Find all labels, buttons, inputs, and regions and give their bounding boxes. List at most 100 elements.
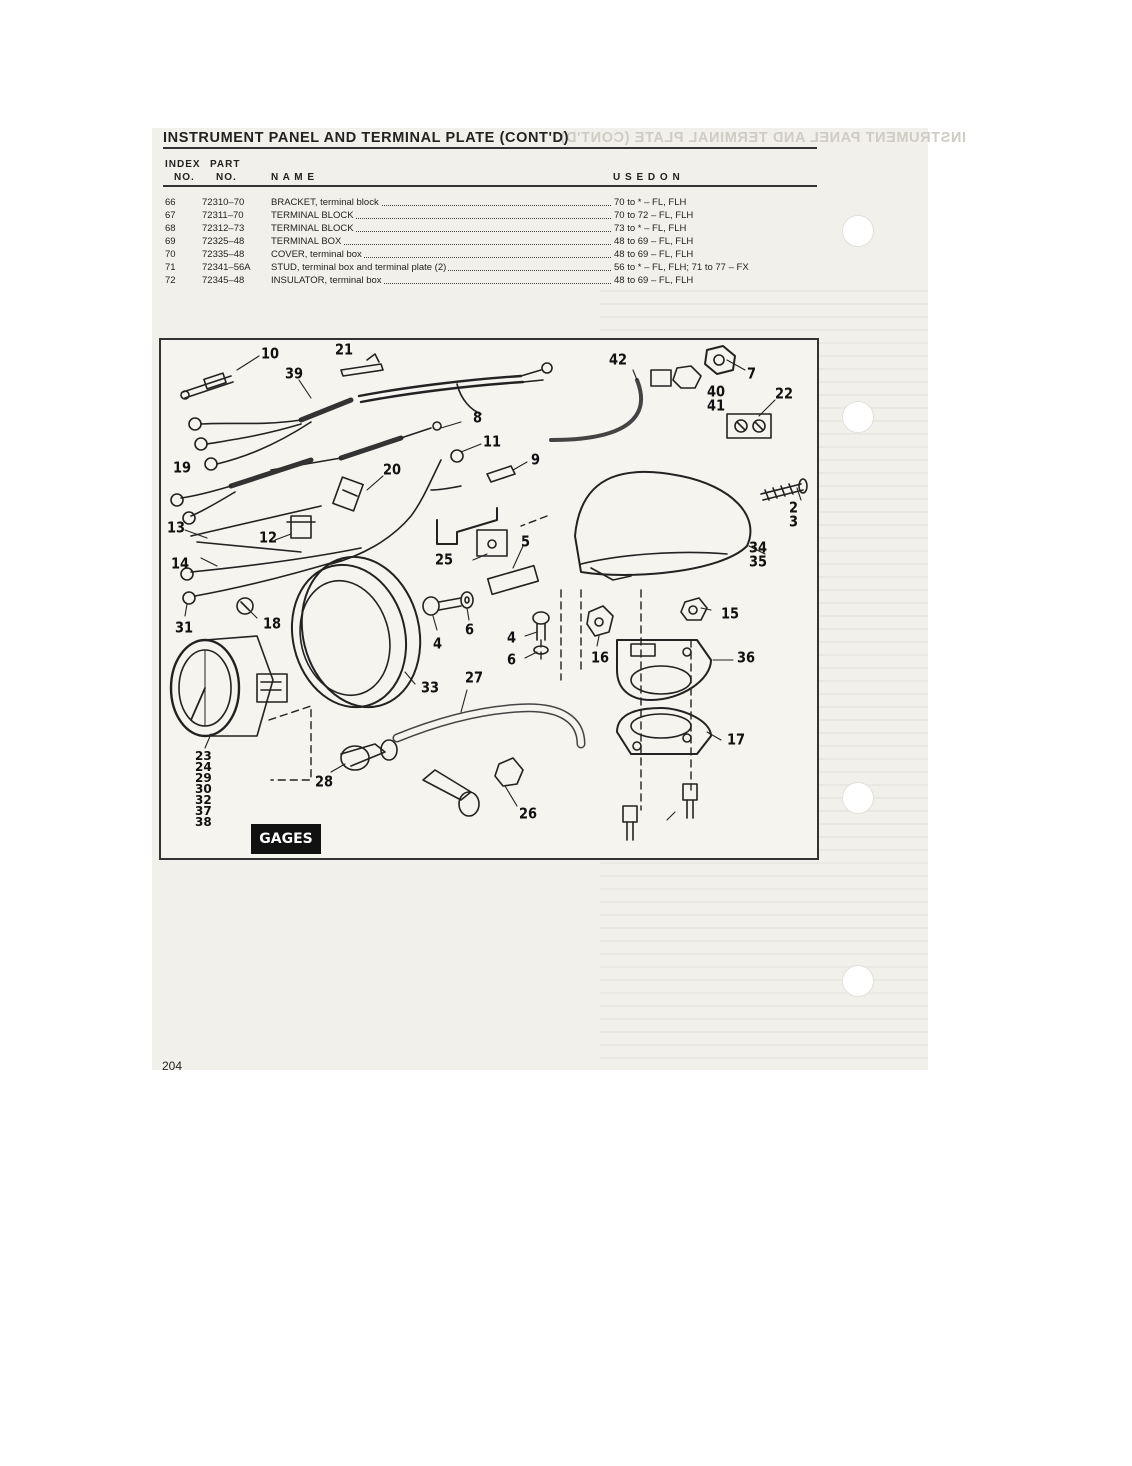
callout-12: 12 [259,529,278,548]
name-text: TERMINAL BOX [271,236,344,247]
name-cell: TERMINAL BOX [271,236,615,247]
name-cell: TERMINAL BLOCK [271,210,615,221]
callout-37: 37 [195,804,212,818]
wiring-harness-icon [188,362,553,471]
leader-dots [271,218,611,219]
callout-31: 31 [175,619,194,638]
used-on-cell: 48 to 69 – FL, FLH [614,275,694,286]
gauge-bezel-icon [290,555,422,709]
terminal-20-icon [332,476,364,512]
clamp-17-icon [616,707,712,755]
callout-5: 5 [521,533,531,552]
callout-29: 29 [195,771,212,785]
callout-34: 34 [749,539,768,558]
callout-40: 40 [707,383,726,402]
name-cell: COVER, terminal box [271,249,615,260]
callout-24: 24 [195,760,212,774]
binder-hole [842,215,874,247]
callout-7: 7 [747,365,757,384]
bottom-screws-icon [622,783,698,841]
callout-22: 22 [775,385,794,404]
used-on-cell: 48 to 69 – FL, FLH [614,236,694,247]
index-cell: 71 [165,262,176,273]
terminal-12-icon [286,515,316,539]
leader-dots [271,257,611,258]
callout-4b: 4 [507,629,517,648]
bleed-through-title: INSTRUMENT PANEL AND TERMINAL PLATE (CON… [560,130,967,146]
callout-32: 32 [195,793,212,807]
callout-2: 2 [789,499,799,518]
callout-18: 18 [263,615,282,634]
part-cell: 72310–70 [202,197,245,208]
name-text: STUD, terminal box and terminal plate (2… [271,262,449,273]
assembly-dashes [268,515,692,811]
callout-8: 8 [473,409,483,428]
callout-38: 38 [195,815,212,829]
leader-dots [271,283,611,284]
name-cell: BRACKET, terminal block [271,197,615,208]
name-cell: STUD, terminal box and terminal plate (2… [271,262,615,273]
header-part-no: NO. [216,172,237,183]
used-on-cell: 48 to 69 – FL, FLH [614,249,694,260]
name-text: COVER, terminal box [271,249,364,260]
connector-10-icon [180,372,234,400]
callout-9: 9 [531,451,541,470]
callout-41: 41 [707,397,726,416]
bracket-25-icon [436,507,508,557]
part-cell: 72325–48 [202,236,245,247]
used-on-cell: 73 to * – FL, FLH [614,223,687,234]
header-index-no: NO. [174,172,195,183]
callout-stack-gauge: 23 24 29 30 32 37 38 [195,749,212,829]
callout-13: 13 [167,519,186,538]
callout-6: 6 [465,621,475,640]
callout-39: 39 [285,365,304,384]
wire-14-icon [180,547,362,605]
washer-6-icon [460,591,474,609]
name-cell: TERMINAL BLOCK [271,223,615,234]
diagram-artwork [169,345,808,841]
elbow-fitting-icon [422,757,524,817]
callout-16: 16 [591,649,610,668]
used-on-cell: 70 to 72 – FL, FLH [614,210,694,221]
diagram-caption: GAGES [251,824,321,854]
callout-14: 14 [171,555,190,574]
used-on-cell: 56 to * – FL, FLH; 71 to 77 – FX [614,262,749,273]
leader-dots [271,244,611,245]
callout-27: 27 [465,669,484,688]
header-rule [163,185,817,187]
callout-21: 21 [335,341,354,360]
header-name: N A M E [271,172,316,183]
indicator-plate-icon [726,413,772,439]
index-cell: 70 [165,249,176,260]
callout-35: 35 [749,553,768,572]
index-cell: 67 [165,210,176,221]
callout-4: 4 [433,635,443,654]
callout-28: 28 [315,773,334,792]
callout-19: 19 [173,459,192,478]
leader-dots [271,231,611,232]
gauge-body-icon [169,635,288,738]
callout-leaders [184,355,802,821]
nut-16-icon [586,605,614,637]
spacer-5-icon [486,564,540,596]
clamp-36-icon [616,639,712,701]
callout-6b: 6 [507,651,517,670]
index-cell: 66 [165,197,176,208]
name-text: INSULATOR, terminal box [271,275,384,286]
callout-23: 23 [195,749,212,763]
wire-loom-icon [170,457,322,553]
name-text: BRACKET, terminal block [271,197,381,208]
terminal-21-icon [340,353,384,377]
leader-dots [271,205,611,206]
gauge-housing-icon [574,470,752,581]
binder-hole [842,401,874,433]
fitting-28-icon [340,739,398,771]
part-cell: 72312–73 [202,223,245,234]
callout-30: 30 [195,782,212,796]
part-cell: 72345–48 [202,275,245,286]
name-text: TERMINAL BLOCK [271,210,356,221]
header-part: PART [210,159,241,170]
callout-36: 36 [737,649,756,668]
page-title: INSTRUMENT PANEL AND TERMINAL PLATE (CON… [163,130,570,146]
part-cell: 72311–70 [202,210,244,221]
